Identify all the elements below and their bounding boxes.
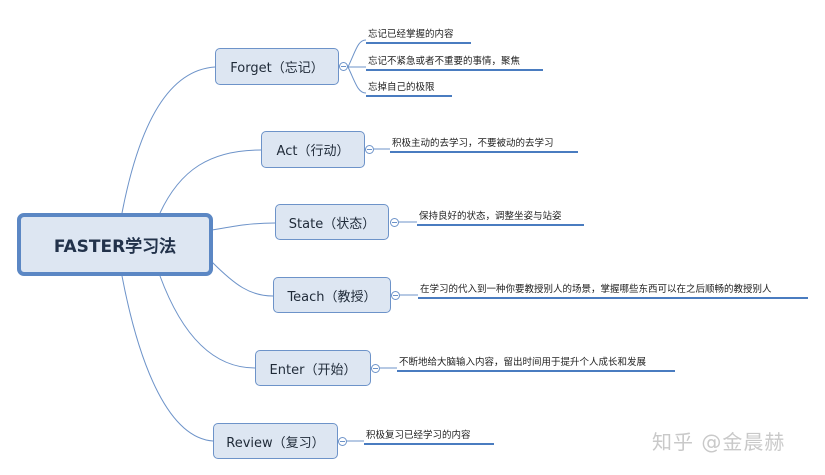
branch-state[interactable]: State（状态） <box>275 204 389 240</box>
detail-review-1: 积极复习已经学习的内容 <box>364 427 494 445</box>
detail-act-1: 积极主动的去学习，不要被动的去学习 <box>390 135 578 153</box>
connector-enter <box>159 275 256 369</box>
watermark: 知乎 @金晨赫 <box>652 430 786 454</box>
collapse-review-icon[interactable] <box>338 437 347 446</box>
branch-teach[interactable]: Teach（教授） <box>273 277 391 313</box>
branch-label: Forget（忘记） <box>230 61 324 76</box>
collapse-forget-icon[interactable] <box>339 62 348 71</box>
connector-forget-3 <box>347 66 367 94</box>
branch-label: Teach（教授） <box>287 289 377 305</box>
branch-label: Enter（开始） <box>269 362 357 378</box>
branch-label: State（状态） <box>288 216 376 232</box>
detail-forget-2: 忘记不紧急或者不重要的事情，聚焦 <box>366 53 543 71</box>
collapse-enter-icon[interactable] <box>371 364 380 373</box>
connector-act <box>159 149 262 214</box>
detail-forget-1: 忘记已经掌握的内容 <box>366 26 471 44</box>
detail-enter-1: 不断地给大脑输入内容，留出时间用于提升个人成长和发展 <box>397 354 675 372</box>
connector-review <box>121 275 214 442</box>
branch-enter[interactable]: Enter（开始） <box>255 350 371 386</box>
connector-forget-1 <box>347 39 367 68</box>
branch-forget[interactable]: Forget（忘记） <box>215 48 339 85</box>
detail-forget-3: 忘掉自己的极限 <box>366 79 452 97</box>
branch-label: Review（复习） <box>226 435 325 451</box>
connector-state <box>211 222 276 231</box>
collapse-state-icon[interactable] <box>390 218 399 227</box>
connector-forget <box>121 66 216 214</box>
detail-state-1: 保持良好的状态，调整坐姿与站姿 <box>417 208 584 226</box>
detail-teach-1: 在学习的代入到一种你要教授别人的场景，掌握哪些东西可以在之后顺畅的教授别人 <box>418 281 808 299</box>
branch-review[interactable]: Review（复习） <box>213 423 338 459</box>
root-node[interactable]: FASTER学习法 <box>17 213 213 276</box>
branch-label: Act（行动） <box>276 144 350 159</box>
collapse-teach-icon[interactable] <box>391 291 400 300</box>
root-label: FASTER学习法 <box>53 237 177 257</box>
connector-teach <box>211 261 274 297</box>
collapse-act-icon[interactable] <box>365 145 374 154</box>
branch-act[interactable]: Act（行动） <box>261 131 365 168</box>
